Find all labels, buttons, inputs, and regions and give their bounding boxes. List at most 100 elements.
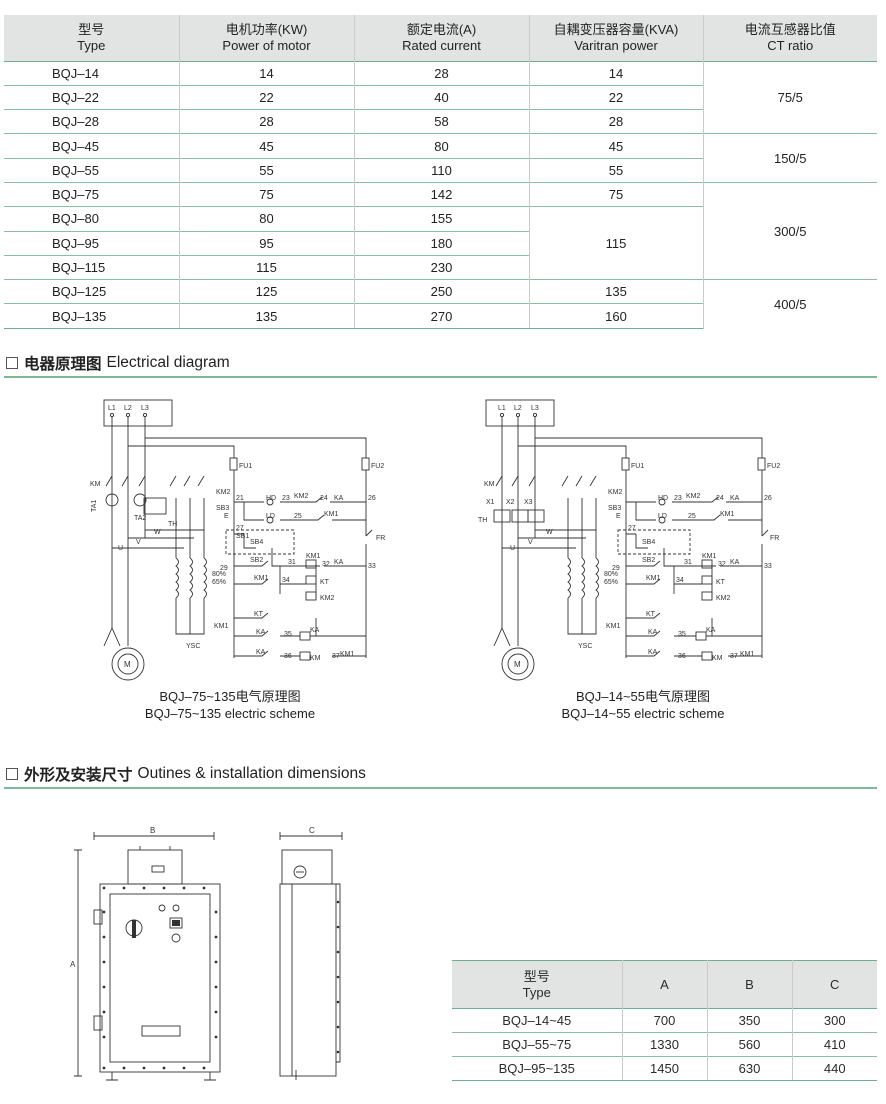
label-21: 21 xyxy=(236,495,244,502)
label-e: E xyxy=(616,513,621,520)
label-w: W xyxy=(154,529,161,536)
section-electrical-heading: 电器原理图 Electrical diagram xyxy=(6,352,230,374)
label-65-percent: 65% xyxy=(604,579,618,586)
cell-current: 110 xyxy=(353,157,529,183)
outline-side-view: C xyxy=(279,826,343,1080)
label-sb3: SB3 xyxy=(216,505,229,512)
label-fu2: FU2 xyxy=(371,463,384,470)
cell-current: 250 xyxy=(353,279,529,304)
label-34: 34 xyxy=(676,577,684,584)
label-23: 23 xyxy=(674,495,682,502)
table-row: BQJ–22 22 40 22 xyxy=(4,84,877,110)
cell-power: 95 xyxy=(178,230,354,256)
cell-varitran: 45 xyxy=(528,133,703,159)
table-row: BQJ–95~135 1450 630 440 xyxy=(452,1056,877,1081)
cell-ct-ratio: 400/5 xyxy=(702,279,877,329)
cabinet-body xyxy=(99,883,221,1073)
cell-varitran: 135 xyxy=(528,279,703,304)
label-km1-ctrl: KM1 xyxy=(720,511,735,518)
cell-power: 135 xyxy=(178,303,354,329)
dim-header-c: C xyxy=(791,960,877,1009)
nameplate xyxy=(141,1025,181,1037)
label-36: 36 xyxy=(284,653,292,660)
section-divider xyxy=(4,787,877,789)
label-km1-coil: KM1 xyxy=(702,553,717,560)
label-ld: LD xyxy=(266,513,275,520)
section-divider xyxy=(4,376,877,378)
cell-current: 180 xyxy=(353,230,529,256)
table-row: BQJ–80 80 155 115 xyxy=(4,206,877,280)
label-31: 31 xyxy=(684,559,692,566)
cell-varitran: 75 xyxy=(528,181,703,207)
cell-b: 350 xyxy=(706,1008,792,1033)
cell-power: 55 xyxy=(178,157,354,183)
label-26: 26 xyxy=(764,495,772,502)
table-row: BQJ–14~45 700 350 300 xyxy=(452,1008,877,1033)
cell-a: 1450 xyxy=(621,1056,707,1081)
label-sb3: SB3 xyxy=(608,505,621,512)
label-ka-4: KA xyxy=(256,649,266,656)
motor-icon xyxy=(111,647,145,681)
cell-power: 75 xyxy=(178,181,354,207)
dimension-b-line xyxy=(93,832,215,840)
label-24: 24 xyxy=(716,495,724,502)
label-th: TH xyxy=(168,521,177,528)
label-u: U xyxy=(510,545,515,552)
label-fr: FR xyxy=(770,535,779,542)
label-fu1: FU1 xyxy=(631,463,644,470)
cell-type: BQJ–125 xyxy=(4,279,179,304)
cell-current: 230 xyxy=(353,254,529,280)
label-ka: KA xyxy=(334,495,344,502)
label-km1-last: KM1 xyxy=(340,651,355,658)
label-l2: L2 xyxy=(514,405,522,412)
label-29: 29 xyxy=(612,565,620,572)
cell-ct-ratio: 150/5 xyxy=(702,133,877,183)
cell-power: 28 xyxy=(178,109,354,134)
header-power: 电机功率(KW)Power of motor xyxy=(178,15,354,61)
label-km1-aux: KM1 xyxy=(254,575,269,582)
cell-type: BQJ–115 xyxy=(4,254,179,280)
label-l3: L3 xyxy=(531,405,539,412)
table-row: BQJ–28 28 58 28 xyxy=(4,109,877,134)
label-kt-contact: KT xyxy=(646,611,656,618)
checkbox-square-icon xyxy=(6,357,18,369)
label-34: 34 xyxy=(282,577,290,584)
label-25: 25 xyxy=(294,513,302,520)
label-37: 37 xyxy=(332,653,340,660)
label-km2-ctrl: KM2 xyxy=(686,493,701,500)
table-row: BQJ–14 14 28 14 75/5 xyxy=(4,60,877,134)
label-kt-contact: KT xyxy=(254,611,264,618)
label-km2: KM2 xyxy=(608,489,623,496)
label-fr: FR xyxy=(376,535,385,542)
label-32: 32 xyxy=(322,561,330,568)
label-29: 29 xyxy=(220,565,228,572)
cell-varitran: 160 xyxy=(528,303,703,329)
label-36: 36 xyxy=(678,653,686,660)
label-fu2: FU2 xyxy=(767,463,780,470)
cell-type: BQJ–45 xyxy=(4,133,179,159)
table-row: BQJ–75 75 142 75 300/5 xyxy=(4,181,877,280)
electrical-diagram-left: L1 L2 L3 FU1 FU2 KM KM2 TA1 TA2 TH W V U… xyxy=(90,399,385,681)
electrical-diagram-right: L1 L2 L3 FU1 FU2 KM X1 X2 X3 TH KM2 W V … xyxy=(478,399,780,681)
label-sb4: SB4 xyxy=(642,539,655,546)
label-80-percent: 80% xyxy=(604,571,618,578)
label-24: 24 xyxy=(320,495,328,502)
label-33: 33 xyxy=(368,563,376,570)
cell-current: 270 xyxy=(353,303,529,329)
terminal-box xyxy=(103,399,173,427)
label-31: 31 xyxy=(288,559,296,566)
cell-varitran: 14 xyxy=(528,60,703,86)
label-km1-ctrl: KM1 xyxy=(324,511,339,518)
label-km-coil: KM xyxy=(712,655,723,662)
cell-c: 440 xyxy=(791,1056,877,1081)
label-sb1: SB1 xyxy=(236,533,249,540)
label-35: 35 xyxy=(678,631,686,638)
cell-ct-ratio: 300/5 xyxy=(702,181,877,280)
label-b: B xyxy=(150,826,155,835)
label-km2-coil: KM2 xyxy=(320,595,335,602)
cell-current: 80 xyxy=(353,133,529,159)
cell-b: 630 xyxy=(706,1056,792,1081)
cell-power: 115 xyxy=(178,254,354,280)
